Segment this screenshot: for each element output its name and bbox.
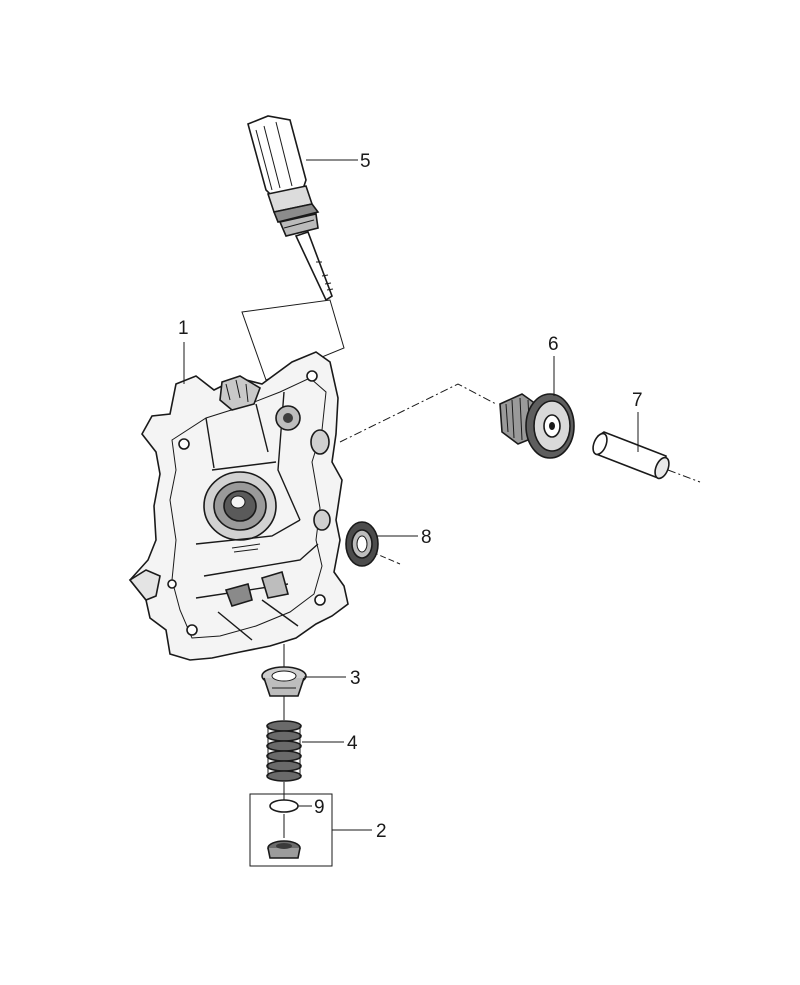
- callout-leaders: [183, 159, 639, 831]
- kit-box-part: [249, 793, 333, 867]
- callout-labels: 1 2 3 4 5 6 7 8 9: [178, 151, 643, 842]
- shaft-pin-part: [592, 431, 670, 480]
- callout-8: 8: [421, 527, 432, 548]
- gear-part: [499, 393, 575, 459]
- callout-2: 2: [376, 821, 387, 842]
- callout-9: 9: [314, 797, 325, 818]
- callout-6: 6: [548, 334, 559, 355]
- callout-5: 5: [360, 151, 371, 172]
- crankcase-cover-part: [128, 351, 349, 661]
- callout-3: 3: [350, 668, 361, 689]
- callout-1: 1: [178, 318, 189, 339]
- callout-4: 4: [347, 733, 358, 754]
- oil-seal-part: [345, 521, 379, 567]
- spring-part: [266, 720, 302, 782]
- drain-plug-cup-part: [261, 666, 307, 697]
- dipstick-part: [247, 115, 334, 302]
- callout-7: 7: [632, 390, 643, 411]
